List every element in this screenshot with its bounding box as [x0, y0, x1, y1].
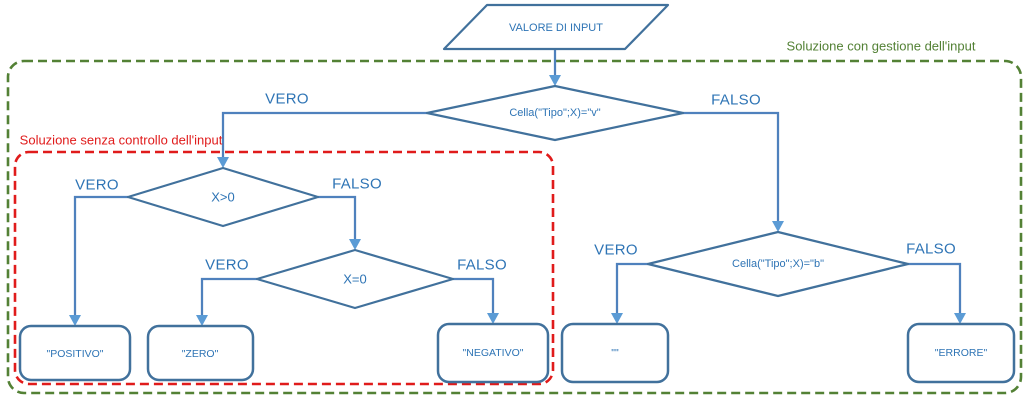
- connectors: [73, 49, 962, 315]
- node-check-gt-label: X>0: [211, 189, 235, 205]
- arrow-into-zero: [196, 315, 208, 326]
- edge-label-falso-check-gt: FALSO: [332, 175, 382, 193]
- inner-region-label: Soluzione senza controllo dell'input: [19, 132, 223, 148]
- node-positivo-terminator: [18, 324, 132, 382]
- node-input-label: VALORE DI INPUT: [509, 22, 603, 34]
- node-negativo-label: "NEGATIVO": [462, 347, 524, 359]
- node-errore-terminator: [906, 322, 1016, 384]
- node-negativo-terminator: [436, 322, 550, 384]
- node-zero-terminator: [146, 324, 255, 382]
- node-check-v-label: Cella("Tipo";X)="v": [509, 107, 601, 119]
- node-check-b-diamond: [646, 230, 910, 298]
- edge-check-b-falso: [908, 262, 962, 313]
- edge-label-vero-check-v: VERO: [265, 90, 309, 108]
- edge-label-falso-check-eq: FALSO: [457, 256, 507, 274]
- node-check-gt-diamond: [126, 166, 320, 228]
- node-check-eq-label: X=0: [343, 271, 367, 287]
- arrow-into-positivo: [69, 315, 81, 326]
- node-check-eq-diamond: [255, 248, 455, 310]
- edge-check-gt-vero: [73, 195, 128, 315]
- nodes: [18, 3, 1016, 384]
- edge-label-vero-check-b: VERO: [594, 241, 638, 259]
- arrow-into-negativo: [487, 313, 499, 324]
- edge-label-falso-check-b: FALSO: [906, 240, 956, 258]
- edge-check-gt-falso: [318, 195, 357, 239]
- arrowheads: [69, 75, 966, 326]
- outer-region-label: Soluzione con gestione dell'input: [786, 38, 976, 54]
- node-input-parallelogram: [442, 3, 670, 51]
- edge-check-v-falso: [683, 111, 780, 221]
- outer-region-border: [6, 59, 1023, 395]
- arrow-into-check-eq: [349, 239, 361, 250]
- edge-check-b-vero: [615, 262, 648, 313]
- arrow-into-check-gt: [217, 157, 229, 168]
- edge-check-v-vero: [221, 111, 427, 157]
- node-positivo-label: "POSITIVO": [46, 348, 104, 360]
- edge-label-falso-check-v: FALSO: [711, 91, 761, 109]
- node-check-b-label: Cella("Tipo";X)="b": [732, 258, 824, 270]
- inner-region-border: [13, 150, 555, 386]
- edge-check-eq-falso: [453, 277, 495, 313]
- node-check-v-diamond: [425, 84, 685, 142]
- arrow-into-empty: [611, 313, 623, 324]
- node-empty-label: "": [611, 347, 619, 359]
- arrow-into-errore: [954, 313, 966, 324]
- edge-label-vero-check-eq: VERO: [205, 256, 249, 274]
- node-zero-label: "ZERO": [181, 348, 219, 360]
- node-empty-terminator: [560, 322, 670, 384]
- node-errore-label: "ERRORE": [934, 347, 988, 359]
- edge-label-vero-check-gt: VERO: [75, 176, 119, 194]
- arrow-into-check-v: [549, 75, 561, 86]
- arrow-into-check-b: [772, 221, 784, 232]
- edge-check-eq-vero: [200, 277, 257, 315]
